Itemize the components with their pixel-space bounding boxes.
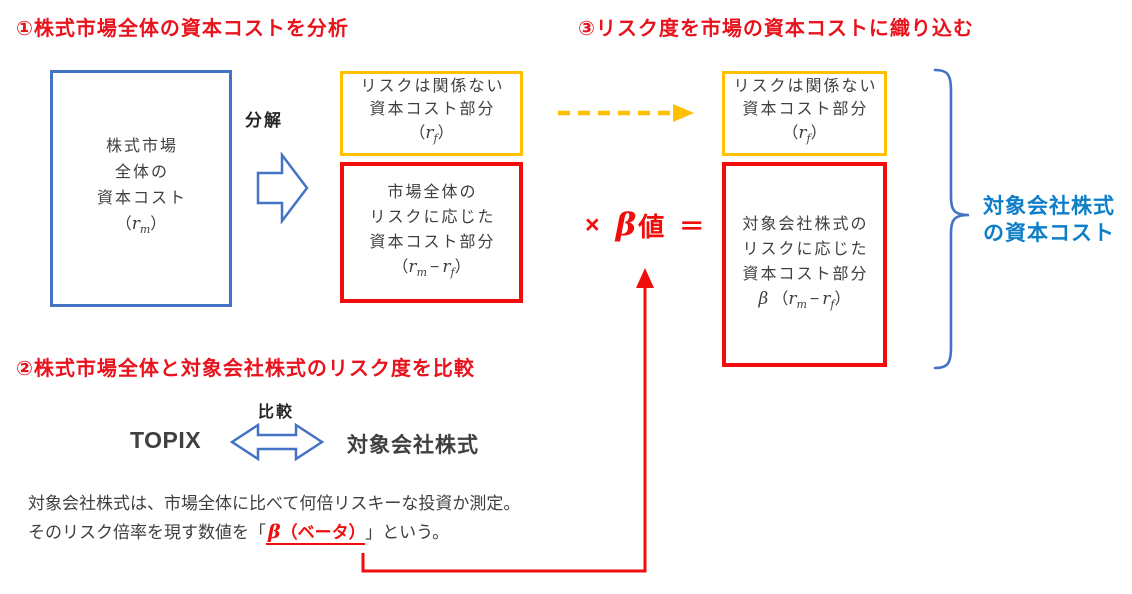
target-stock-label: 対象会社株式: [347, 434, 479, 457]
riskfree-target-line2: 資本コスト部分: [742, 101, 869, 119]
riskfree-box-target: リスクは関係ない 資本コスト部分 （rf）: [722, 71, 887, 156]
market-premium-line1: 市場全体の: [387, 183, 478, 201]
target-premium-formula: β（rm−rf）: [758, 288, 851, 312]
riskfree-box-market: リスクは関係ない 資本コスト部分 （rf）: [340, 71, 523, 156]
note-line2: そのリスク倍率を現す数値を「β（ベータ）」という。: [28, 518, 520, 547]
market-cost-line1: 株式市場: [105, 138, 178, 156]
compare-label: 比較: [258, 404, 295, 421]
decompose-label: 分解: [245, 111, 283, 130]
market-cost-box: 株式市場 全体の 資本コスト （rm）: [50, 70, 232, 307]
note-text: 対象会社株式は、市場全体に比べて何倍リスキーな投資か測定。 そのリスク倍率を現す…: [28, 490, 520, 547]
riskfree-target-formula: （rf）: [782, 123, 827, 146]
market-cost-line3: 資本コスト: [96, 190, 187, 208]
beta-symbol: β: [615, 207, 637, 243]
result-line2: の資本コスト: [983, 222, 1115, 245]
note-line1: 対象会社株式は、市場全体に比べて何倍リスキーな投資か測定。: [28, 494, 521, 513]
compare-arrow-icon: [229, 422, 325, 462]
result-label: 対象会社株式 の資本コスト: [983, 193, 1115, 247]
note-line2-prefix: そのリスク倍率を現す数値を「: [28, 523, 266, 542]
beta-value-suffix: 値: [638, 211, 666, 242]
topix-label: TOPIX: [130, 427, 202, 453]
beta-term-highlight: β（ベータ）: [266, 521, 366, 545]
market-cost-formula: （rm）: [115, 214, 167, 237]
brace-icon: [933, 68, 970, 370]
equals-sign: ＝: [679, 213, 705, 241]
beta-connector-arrow-icon: [361, 268, 654, 573]
decompose-arrow-icon: [256, 152, 309, 224]
riskfree-target-line1: リスクは関係ない: [733, 78, 878, 96]
market-premium-box: 市場全体の リスクに応じた 資本コスト部分 （rm−rf）: [340, 162, 523, 303]
target-premium-line2: リスクに応じた: [742, 240, 869, 258]
target-premium-line1: 対象会社株式の: [742, 215, 869, 233]
market-premium-line2: リスクに応じた: [369, 208, 496, 226]
step1-heading: ①株式市場全体の資本コストを分析: [16, 18, 349, 40]
step3-heading: ③リスク度を市場の資本コストに織り込む: [578, 18, 974, 40]
result-line1: 対象会社株式: [983, 195, 1115, 218]
step2-heading: ②株式市場全体と対象会社株式のリスク度を比較: [16, 358, 475, 380]
target-premium-line3: 資本コスト部分: [742, 265, 869, 283]
riskfree-market-line1: リスクは関係ない: [360, 78, 505, 96]
market-cost-line2: 全体の: [114, 164, 169, 182]
riskfree-market-line2: 資本コスト部分: [369, 101, 496, 119]
riskfree-market-formula: （rf）: [409, 123, 454, 146]
market-premium-line3: 資本コスト部分: [369, 233, 496, 251]
note-line2-suffix: 」という。: [365, 523, 450, 542]
multiply-sign: ×: [585, 210, 600, 239]
beta-equation: × β 値 ＝: [585, 205, 704, 245]
market-premium-formula: （rm−rf）: [392, 256, 471, 280]
dashed-transfer-arrow-icon: [558, 104, 694, 122]
target-premium-box: 対象会社株式の リスクに応じた 資本コスト部分 β（rm−rf）: [722, 162, 887, 367]
